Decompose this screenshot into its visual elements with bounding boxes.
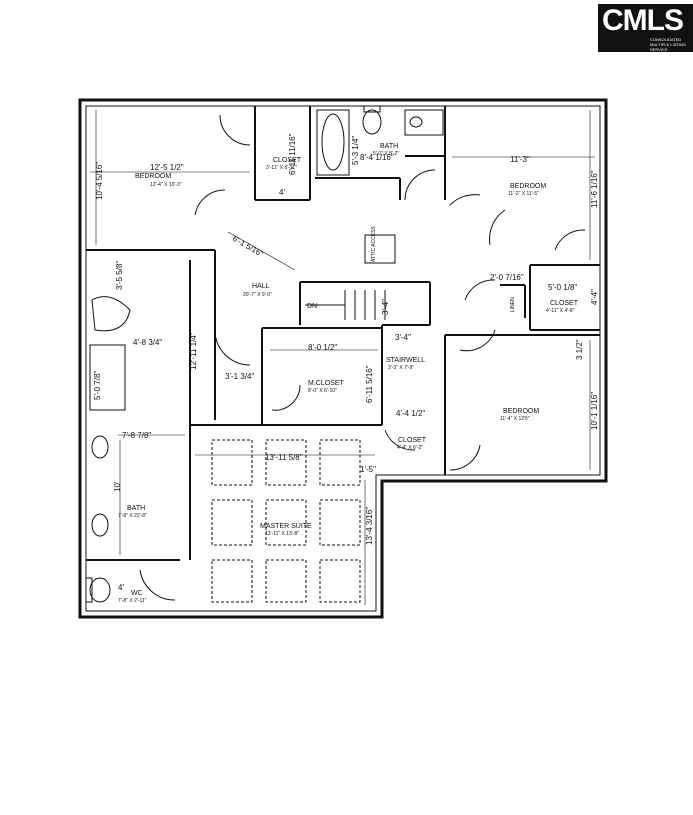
dim-text: 5'-3 1/4"	[351, 136, 360, 165]
fixtures	[85, 105, 444, 603]
room-size-closet-e: 4'-11" X 4'-8"	[546, 308, 575, 314]
sink-top-icon	[404, 109, 444, 136]
dim-text: 10'	[113, 481, 122, 492]
dim-text: 8'-0 1/2"	[308, 343, 337, 352]
room-size-closet-se: 4'-4" X 6'-2"	[397, 445, 423, 451]
room-size-bath-top: 5'-0" X 8'-2"	[373, 151, 399, 157]
logo-subtext: CONSOLIDATED MULTIPLE LISTING SERVICE	[650, 37, 692, 52]
room-size-bath-master: 7'-8" X 22'-8"	[118, 513, 147, 519]
stair-lines	[305, 290, 386, 320]
dim-text: 3'-1 3/4"	[225, 372, 254, 381]
dim-text: 6'-11 11/16"	[288, 133, 297, 175]
dim-text: 6'-1 5/16"	[231, 234, 265, 259]
sink-master-1-icon	[91, 435, 109, 459]
logo-subtext-line1: CONSOLIDATED	[650, 37, 682, 42]
logo-subtext-line2: MULTIPLE LISTING SERVICE	[650, 42, 686, 52]
corner-tub-icon	[91, 296, 131, 332]
room-name-bedroom-ne: BEDROOM	[510, 183, 546, 190]
room-size-m-closet: 8'-0" X 6'-10"	[308, 388, 337, 394]
room-name-master: MASTER SUITE	[260, 523, 312, 530]
dim-text: 8'-4 1/16"	[360, 153, 394, 162]
sink-master-2-icon	[91, 513, 109, 537]
label-attic: ATTIC ACCESS	[371, 226, 377, 262]
toilet-wc-icon	[89, 577, 111, 603]
room-name-hall: HALL	[252, 283, 270, 290]
dim-text: 4'	[118, 583, 124, 592]
room-name-stairwell: STAIRWELL	[386, 357, 425, 364]
door-swings	[139, 114, 586, 601]
dim-text: 12'-11 1/4"	[189, 332, 198, 370]
dim-text: 3'-5 5/8"	[115, 261, 124, 290]
room-name-closet-e: CLOSET	[550, 300, 579, 307]
dim-text: 11'-6 1/16"	[590, 170, 599, 208]
room-size-closet-nw: 3'-11" X 6'-11"	[266, 165, 297, 171]
dimension-lines	[90, 110, 595, 605]
shower-icon	[89, 344, 126, 411]
room-size-wc: 7'-8" X 2'-11"	[118, 598, 147, 604]
dim-text: 4'-4"	[590, 289, 599, 305]
dim-text: 10'-1 1/16"	[590, 392, 599, 430]
room-name-bath-master: BATH	[127, 505, 145, 512]
dim-text: 4'	[279, 188, 285, 197]
dim-text: 2'-0 7/16"	[490, 273, 524, 282]
dim-text: 13'-4 3/16"	[365, 507, 374, 545]
dim-text: 12'-5 1/2"	[150, 163, 184, 172]
dim-text: 3'-4"	[381, 299, 390, 315]
toilet-top-icon	[362, 109, 382, 135]
room-name-m-closet: M.CLOSET	[308, 380, 345, 387]
dim-text: 3'-4"	[395, 333, 411, 342]
exterior-walls-inner	[85, 105, 601, 612]
room-name-wc: WC	[131, 590, 143, 597]
logo-mark: CMLS	[602, 4, 684, 37]
room-name-closet-se: CLOSET	[398, 437, 427, 444]
room-name-closet-nw: CLOSET	[273, 157, 302, 164]
room-name-bath-top: BATH	[380, 143, 398, 150]
room-size-hall: 20'-7" X 9'-0"	[243, 292, 272, 298]
room-size-bedroom-nw: 12'-4" X 10'-3"	[150, 182, 182, 188]
room-size-bedroom-se: 11'-4" X 12'6"	[500, 416, 530, 422]
room-size-master: 13'-11" X 13'-8"	[265, 531, 299, 537]
bathtub-top-icon	[316, 109, 350, 176]
dim-text: 10'-4 5/16"	[95, 162, 104, 200]
master-tile-grid	[211, 439, 361, 603]
label-linen: LINEN	[510, 297, 516, 312]
dim-text: 1'-5"	[360, 465, 376, 474]
dim-text: 13'-11 5/8"	[265, 453, 303, 462]
room-size-bedroom-ne: 11'-2" X 11'-5"	[508, 191, 539, 197]
cmls-logo: CMLS CONSOLIDATED MULTIPLE LISTING SERVI…	[598, 4, 693, 52]
dim-text: 5'-0 7/8"	[93, 371, 102, 400]
room-size-stairwell: 3'-3" X 7'-9"	[388, 365, 414, 371]
dim-text: 11'-3"	[510, 155, 530, 164]
dim-text: 5'-0 1/8"	[548, 283, 577, 292]
dim-text: 4'-8 3/4"	[133, 338, 162, 347]
room-name-bedroom-nw: BEDROOM	[135, 173, 171, 180]
label-dn: DN	[307, 303, 317, 310]
dim-text: 6'-11 5/16"	[365, 365, 374, 403]
dim-text: 7'-8 7/8"	[122, 431, 151, 440]
room-name-bedroom-se: BEDROOM	[503, 408, 539, 415]
exterior-walls	[78, 98, 608, 619]
dim-text: 4'-4 1/2"	[396, 409, 425, 418]
attic-access-icon	[364, 234, 396, 264]
dim-text: 3 1/2"	[575, 339, 584, 360]
